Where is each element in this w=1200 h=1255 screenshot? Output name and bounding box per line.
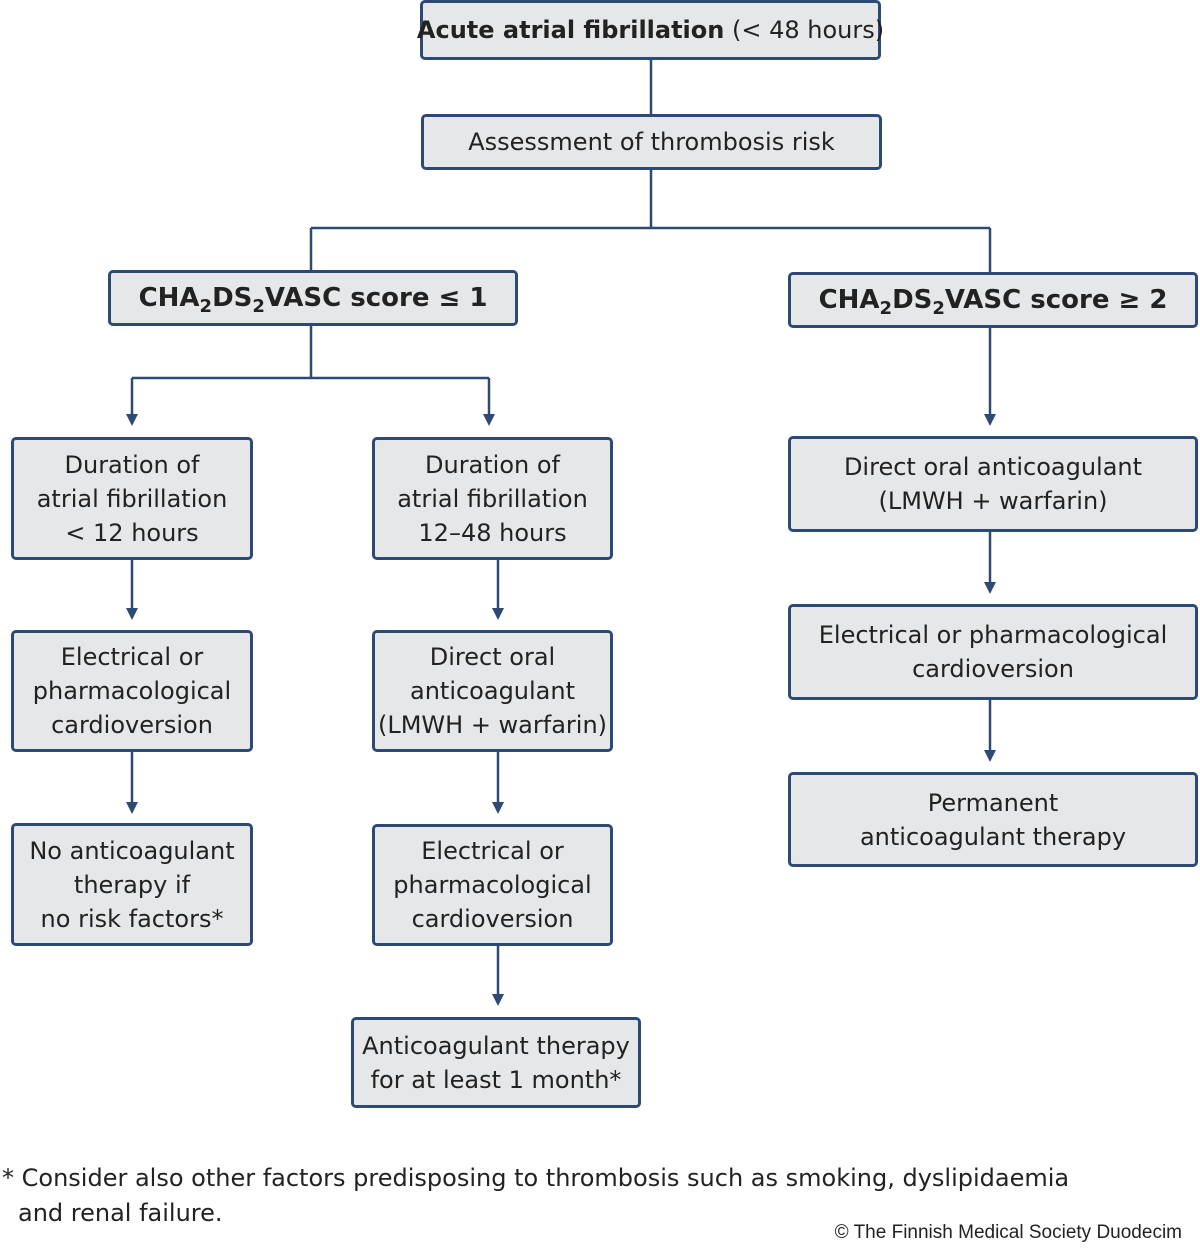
node-col3-anticoagulant: Direct oral anticoagulant (LMWH + warfar… [788,436,1198,532]
node-col1-duration: Duration of atrial fibrillation < 12 hou… [11,437,253,560]
node-col1-outcome: No anticoagulant therapy if no risk fact… [11,823,253,946]
node-acute-af-bold: Acute atrial fibrillation [416,16,725,44]
node-acute-af: Acute atrial fibrillation (< 48 hours) [416,0,885,60]
node-col3-cardioversion: Electrical or pharmacological cardiovers… [788,604,1198,700]
node-col3-outcome: Permanent anticoagulant therapy [788,772,1198,867]
footnote-line-2: and renal failure. [18,1199,223,1227]
node-score-high: CHA2DS2VASC score ≥ 2 [788,272,1198,328]
node-col2-cardioversion: Electrical or pharmacological cardiovers… [372,824,613,946]
footnote-line-1: * Consider also other factors predisposi… [2,1164,1070,1192]
copyright: © The Finnish Medical Society Duodecim [834,1222,1182,1243]
node-col2-outcome: Anticoagulant therapy for at least 1 mon… [351,1017,641,1108]
node-assessment: Assessment of thrombosis risk [421,114,882,170]
node-assessment-text: Assessment of thrombosis risk [468,128,835,156]
node-col1-cardioversion: Electrical or pharmacological cardiovers… [11,630,253,752]
node-score-low: CHA2DS2VASC score ≤ 1 [108,270,518,326]
node-acute-af-rest: (< 48 hours) [732,16,885,44]
node-col2-duration: Duration of atrial fibrillation 12–48 ho… [372,437,613,560]
node-col2-anticoagulant: Direct oral anticoagulant (LMWH + warfar… [372,630,613,752]
